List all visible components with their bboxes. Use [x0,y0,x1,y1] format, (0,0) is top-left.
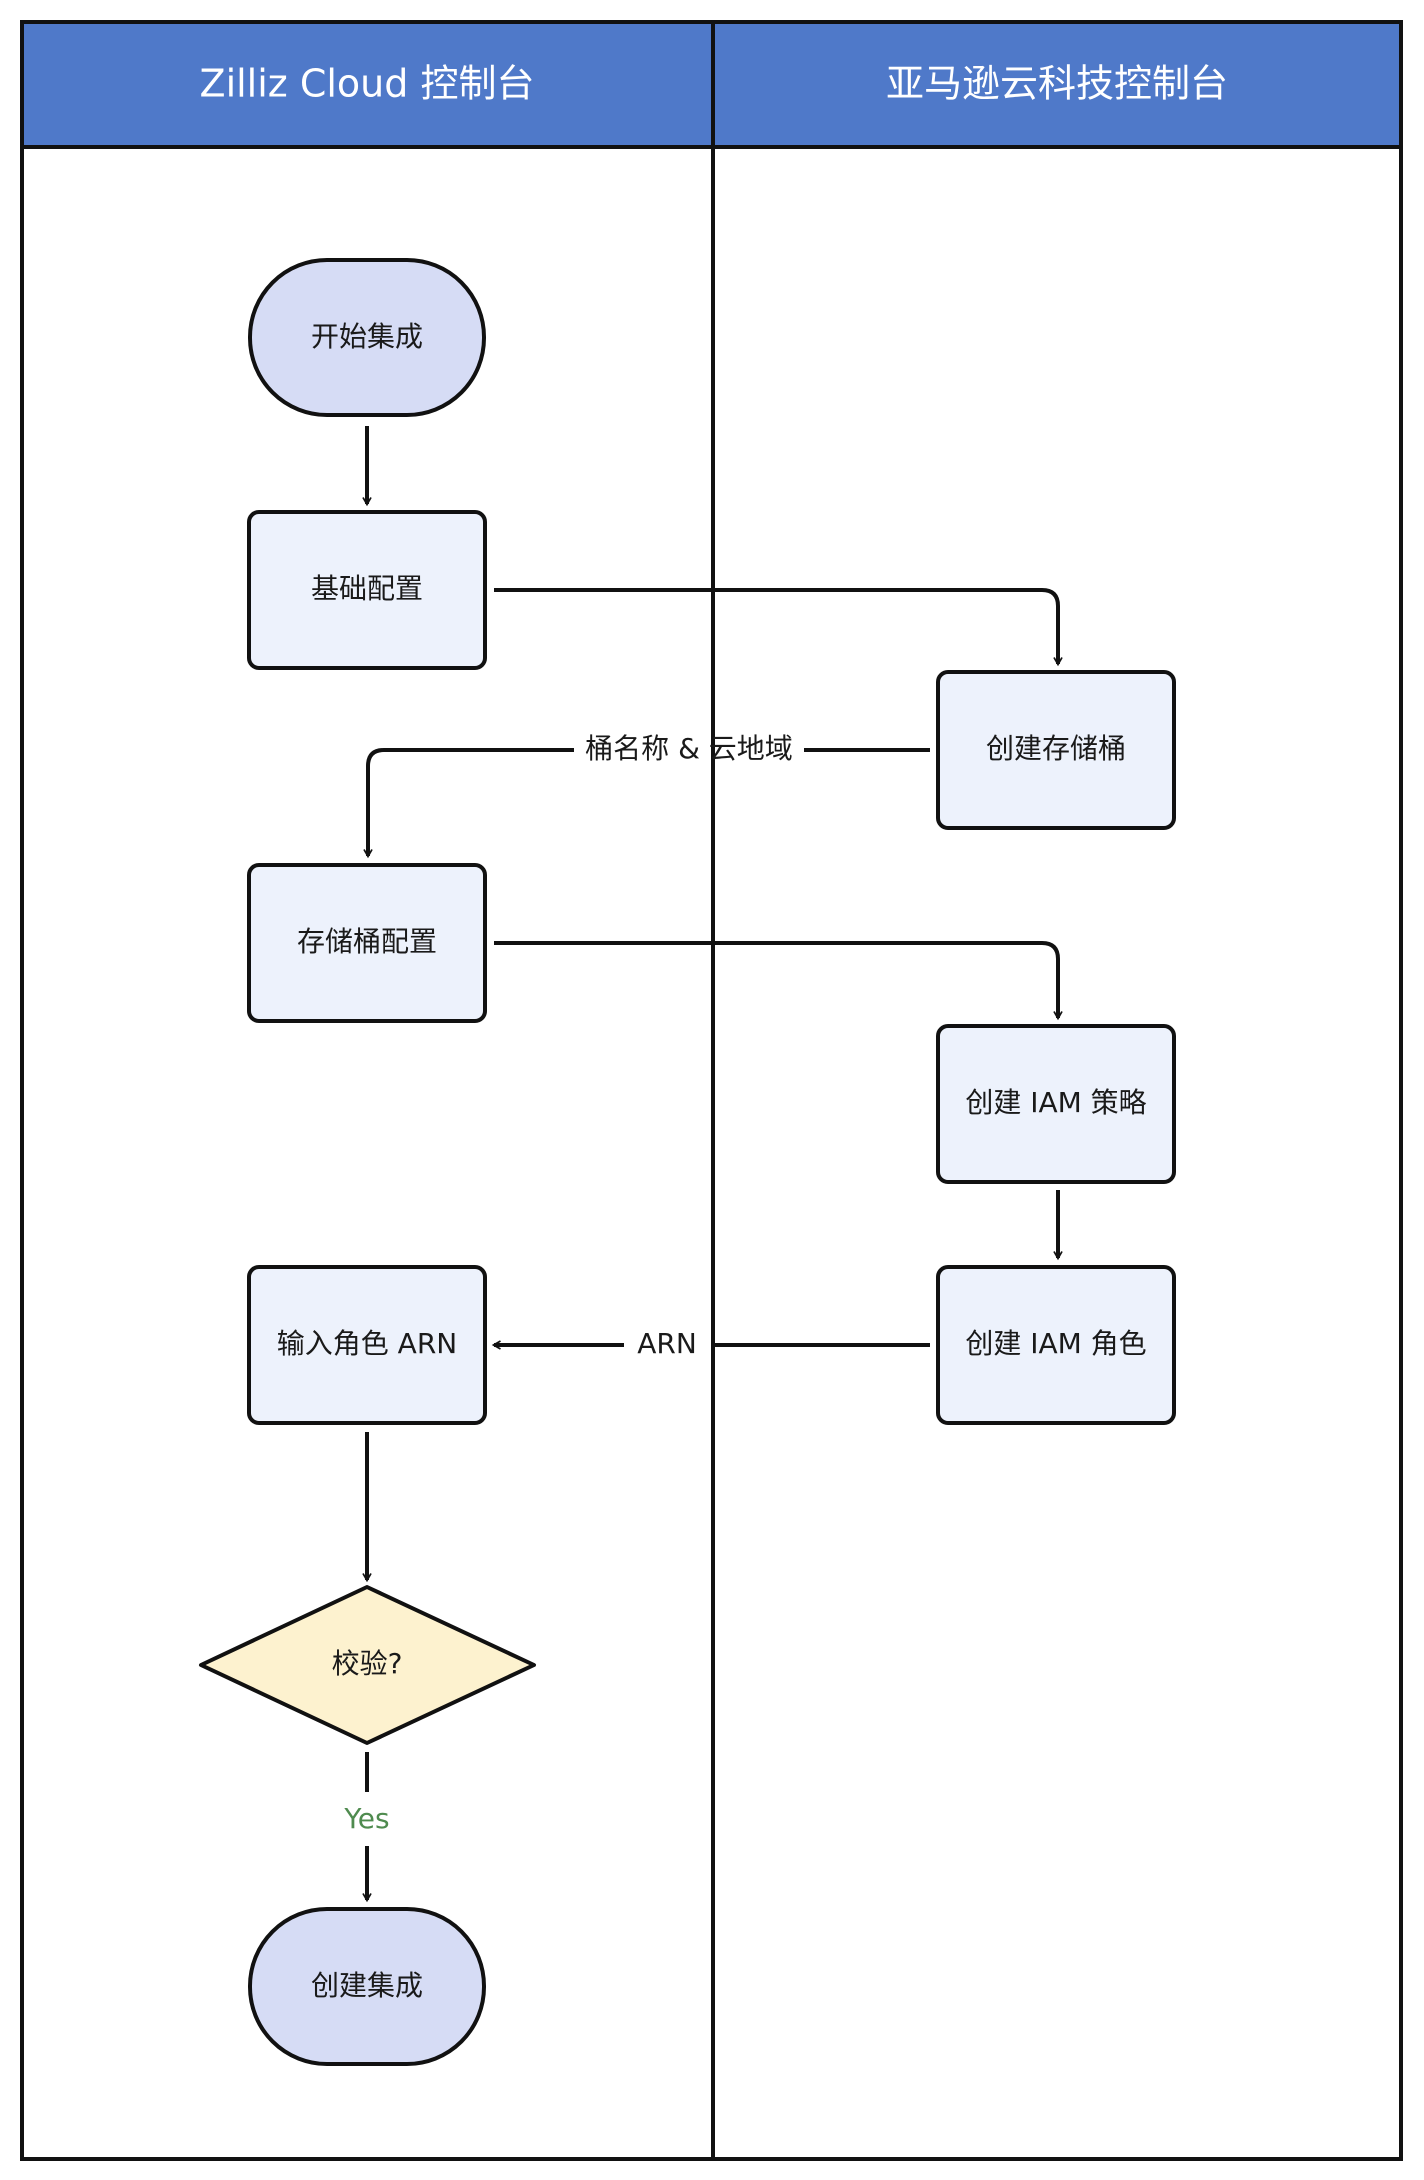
edge-bucket-to-bucket-config [368,748,930,856]
node-start-integration: 开始集成 [248,258,486,417]
node-start-label: 开始集成 [311,320,423,353]
node-basic-config-label: 基础配置 [311,572,423,605]
node-input-role-arn: 输入角色 ARN [247,1265,487,1425]
edge-label-arn: ARN [637,1327,697,1360]
lane-header-right: 亚马逊云科技控制台 [711,20,1403,149]
node-input-role-arn-label: 输入角色 ARN [277,1327,457,1360]
node-basic-config: 基础配置 [247,510,487,670]
lane-header-left: Zilliz Cloud 控制台 [20,20,715,149]
node-create-iam-policy: 创建 IAM 策略 [936,1024,1176,1184]
lane-title-aws: 亚马逊云科技控制台 [886,62,1228,106]
node-create-bucket-label: 创建存储桶 [986,732,1126,765]
node-create-bucket: 创建存储桶 [936,670,1176,830]
node-create-iam-policy-label: 创建 IAM 策略 [965,1086,1146,1119]
node-create-integration: 创建集成 [248,1907,486,2066]
lane-body-right [711,145,1403,2161]
node-validate-label: 校验? [332,1647,403,1680]
node-validate-decision: 校验? [199,1585,536,1745]
node-create-iam-role: 创建 IAM 角色 [936,1265,1176,1425]
lane-title-zilliz: Zilliz Cloud 控制台 [200,62,535,106]
edge-label-yes: Yes [343,1802,389,1835]
node-bucket-config: 存储桶配置 [247,863,487,1023]
node-bucket-config-label: 存储桶配置 [297,925,437,958]
edge-label-bucket-info: 桶名称 & 云地域 [585,732,793,765]
node-create-iam-role-label: 创建 IAM 角色 [965,1327,1146,1360]
node-create-integration-label: 创建集成 [311,1969,423,2002]
edge-basic-to-bucket [494,588,1063,667]
edge-bucket-config-to-policy [494,941,1063,1021]
